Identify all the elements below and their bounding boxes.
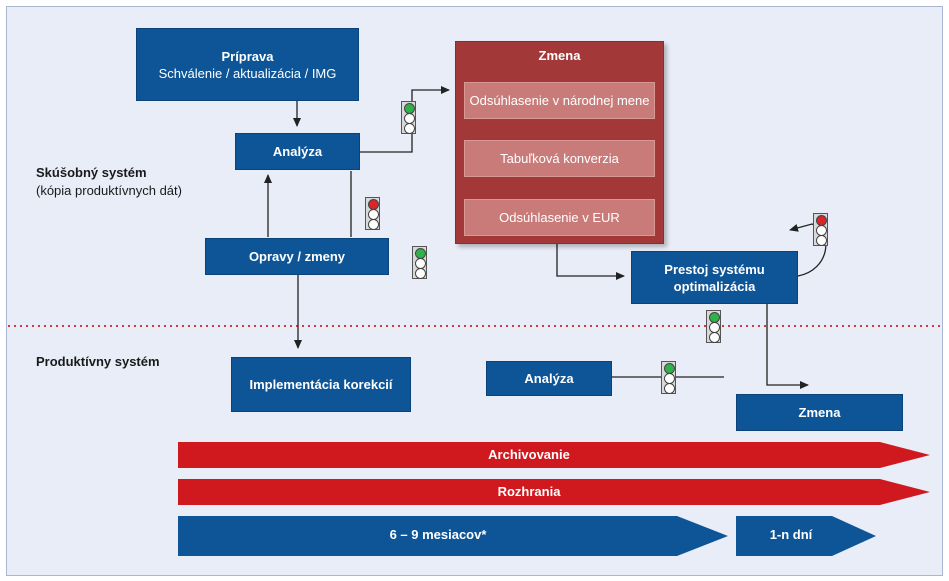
priprava-box: Príprava Schválenie / aktualizácia / IMG (136, 28, 359, 101)
implementacia-box: Implementácia korekcií (231, 357, 411, 412)
prestoj-box: Prestoj systému optimalizácia (631, 251, 798, 304)
produktivny-label: Produktívny systém (36, 354, 160, 369)
implementacia-label: Implementácia korekcií (249, 377, 393, 392)
zmena-bottom-label: Zmena (798, 405, 841, 420)
analyza-label: Analýza (272, 144, 323, 159)
timeline-days-label: 1-n dní (769, 527, 813, 542)
traffic-light-icon (706, 310, 721, 343)
priprava-title: Príprava (221, 48, 274, 64)
zmena-block: Zmena Odsúhlasenie v národnej mene Tabuľ… (455, 41, 664, 244)
archivovanie-bar (178, 442, 930, 468)
prestoj-line2: optimalizácia (673, 278, 756, 294)
traffic-light-icon (661, 361, 676, 394)
traffic-light-icon (813, 213, 828, 246)
skusobny-subtitle: (kópia produktívnych dát) (36, 183, 182, 198)
arrow-prestoj-zmena (766, 303, 809, 389)
analyza-box: Analýza (235, 133, 360, 170)
archivovanie-label: Archivovanie (488, 447, 570, 462)
zmena-item-narodna: Odsúhlasenie v národnej mene (464, 82, 655, 119)
traffic-light-icon (401, 101, 416, 134)
opravy-label: Opravy / zmeny (248, 249, 346, 264)
priprava-subtitle: Schválenie / aktualizácia / IMG (158, 65, 337, 81)
timeline-days-arrow (736, 516, 876, 556)
skusobny-label: Skúšobný systém (kópia produktívnych dát… (36, 164, 182, 200)
rozhrania-label: Rozhrania (497, 484, 561, 499)
zmena-title: Zmena (538, 48, 581, 63)
opravy-box: Opravy / zmeny (205, 238, 389, 275)
rozhrania-bar (178, 479, 930, 505)
analyza-bottom-label: Analýza (524, 371, 574, 386)
zmena-item-konverzia: Tabuľková konverzia (464, 140, 655, 177)
prestoj-line1: Prestoj systému (664, 261, 765, 277)
arrow-zmena-prestoj (556, 242, 625, 280)
analyza-bottom-box: Analýza (486, 361, 612, 396)
skusobny-title: Skúšobný systém (36, 165, 147, 180)
traffic-light-icon (365, 197, 380, 230)
timeline-months-arrow (178, 516, 728, 556)
traffic-light-icon (412, 246, 427, 279)
zmena-item-eur: Odsúhlasenie v EUR (464, 199, 655, 236)
timeline-months-label: 6 – 9 mesiacov* (389, 527, 487, 542)
zmena-bottom-box: Zmena (736, 394, 903, 431)
